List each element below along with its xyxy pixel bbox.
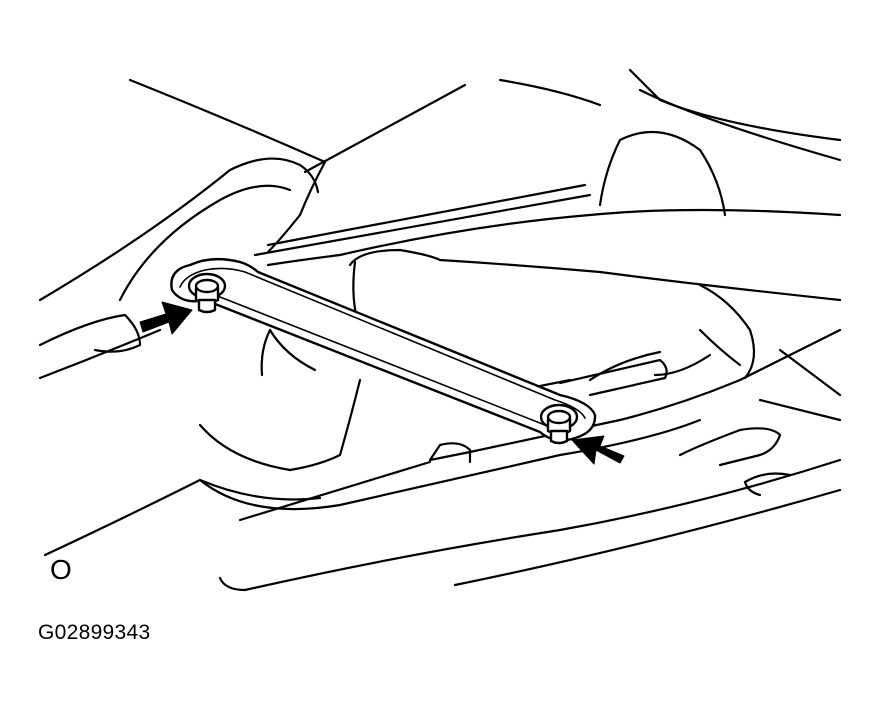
bolt-icon [539, 403, 579, 445]
vehicle-underbody-outline [38, 68, 842, 592]
support-brace-icon [170, 257, 597, 442]
figure-code: G02899343 [38, 621, 151, 644]
arrow-right-down-icon [139, 301, 193, 335]
arrow-left-up-icon [571, 435, 625, 465]
bolt-icon [187, 272, 227, 314]
corner-mark: O [50, 554, 72, 585]
